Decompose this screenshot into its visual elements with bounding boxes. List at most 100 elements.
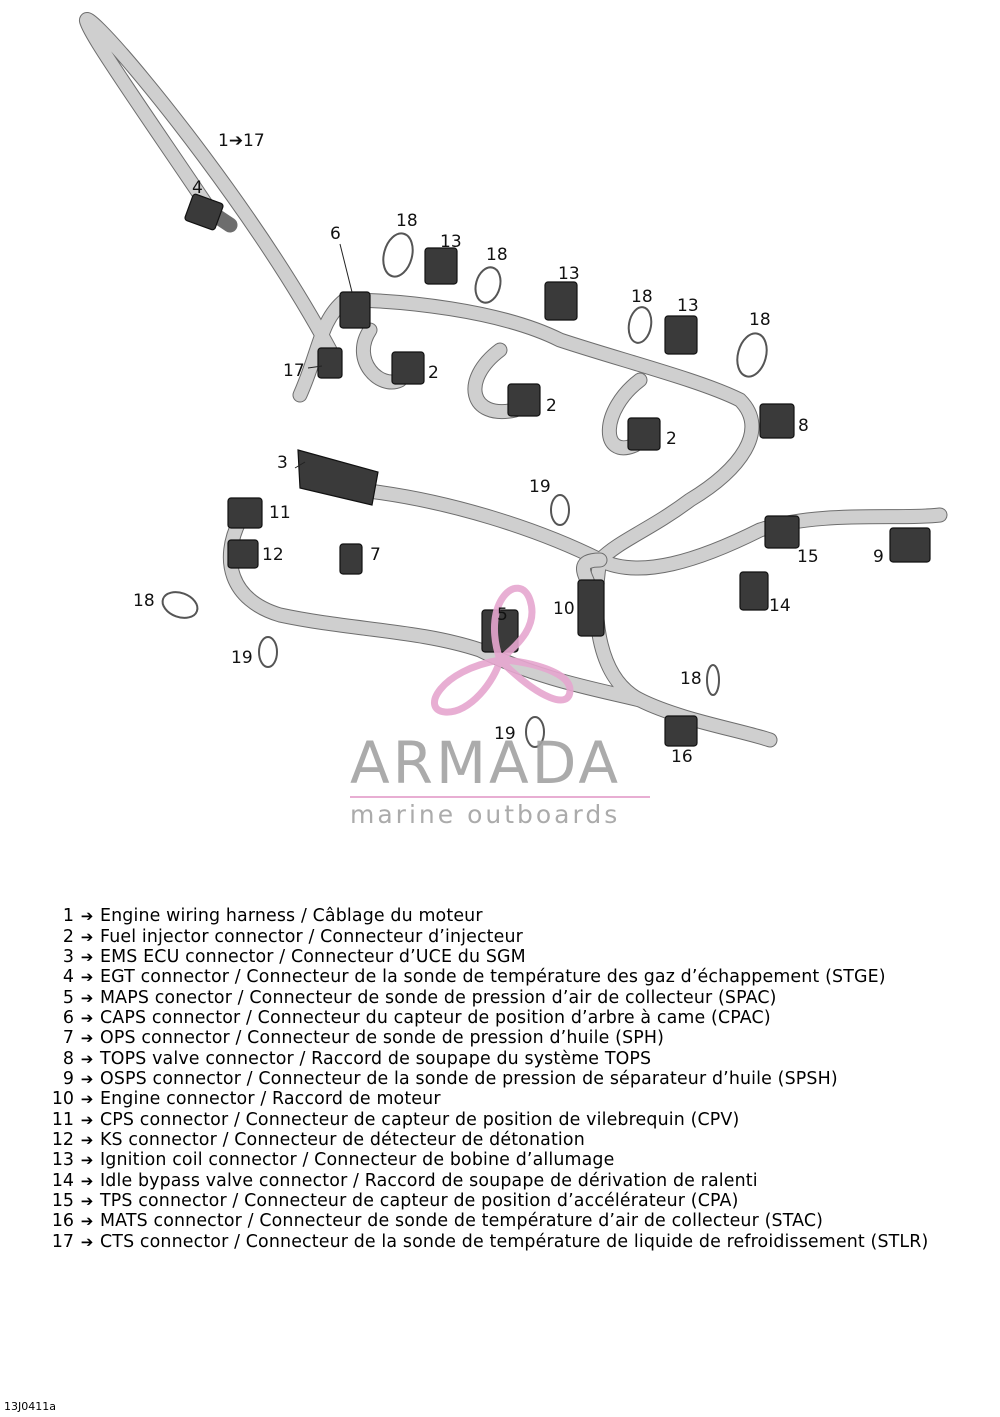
legend-number: 2 [62,926,74,947]
callouts: 1➔17 4 6 17 3 2 2 2 13 13 13 18 18 18 18… [133,131,884,767]
callout-18e: 18 [133,591,155,611]
leader-lines [294,243,353,469]
parts-legend: 1 ➔ Engine wiring harness / Câblage du mot… [40,906,1000,1252]
legend-number: 13 [51,1150,74,1171]
arrow-icon: ➔ [80,1130,94,1149]
connector-14 [739,571,769,611]
legend-number: 7 [62,1028,74,1049]
tie-18c [627,306,653,344]
legend-row: 4➔EGT connector / Connecteur de la sonde… [40,967,1000,987]
callout-5: 5 [497,605,508,625]
connector-15 [764,515,800,549]
legend-row: 2➔Fuel injector connector / Connecteur d… [40,926,1000,947]
wiring-harness-diagram: ARMADA marine outboards 1➔17 4 6 17 3 2 … [79,12,948,829]
legend-description: MATS connector / Connecteur de sonde de … [100,1211,824,1232]
legend-row: 11 ➔ CPS connector / Connecteur de capteur… [40,1109,1000,1130]
legend-description: OSPS connector / Connecteur de la sonde … [100,1068,838,1089]
connector-10 [577,579,605,637]
connector-7 [339,543,363,575]
callout-19c: 19 [494,724,516,744]
callout-18d: 18 [749,310,771,330]
connector-13b [544,281,578,321]
callout-1-17: 1➔17 [218,131,265,151]
arrow-icon: ➔ [80,1008,94,1027]
watermark-tagline: marine outboards [350,800,620,829]
callout-2b: 2 [546,396,557,416]
arrow-icon: ➔ [80,1212,94,1231]
connectors [184,193,931,747]
legend-description: Fuel injector connector / Connecteur d’i… [100,926,523,947]
arrow-icon: ➔ [80,1029,94,1048]
callout-2c: 2 [666,429,677,449]
connector-17 [317,347,343,379]
arrow-icon: ➔ [80,947,94,966]
callout-11: 11 [269,503,291,523]
legend-row: 14➔Idle bypass valve connector / Raccord… [40,1170,1000,1191]
tie-19c [525,716,545,748]
legend-row: 9 ➔ OSPS connector / Connecteur de la sond… [40,1069,1000,1089]
legend-row: 6➔CAPS connector / Connecteur du capteur… [40,1008,1000,1028]
connector-13c [664,315,698,355]
callout-3: 3 [277,453,288,473]
arrow-icon: ➔ [80,1191,94,1210]
callout-13a: 13 [440,232,462,252]
legend-number: 11 [51,1109,74,1130]
legend-row: 13➔Ignition coil connector / Connecteur … [40,1150,1000,1170]
legend-row: 17➔CTS connector / Connecteur de la sond… [40,1232,1000,1252]
connector-2b [507,383,541,417]
legend-number: 15 [51,1190,74,1211]
legend-description: Ignition coil connector / Connecteur de … [100,1150,615,1171]
legend-description: EGT connector / Connecteur de la sonde d… [100,967,886,988]
legend-row: 12➔KS connector / Connecteur de détecteu… [40,1130,1000,1150]
legend-description: TOPS valve connector / Raccord de soupap… [100,1048,652,1069]
legend-description: Engine wiring harness / Câblage du moteu… [100,906,483,927]
legend-description: CPS connector / Connecteur de capteur de… [100,1109,740,1130]
connector-16 [664,715,698,747]
propeller-logo [431,584,574,716]
arrow-icon: ➔ [80,1110,94,1129]
legend-description: MAPS conector / Connecteur de sonde de p… [100,987,777,1008]
callout-6: 6 [330,224,341,244]
legend-row: 8➔TOPS valve connector / Raccord de soup… [40,1048,1000,1069]
legend-number: 10 [51,1089,74,1110]
legend-number: 1 [62,906,74,927]
arrow-icon: ➔ [80,988,94,1007]
arrow-icon: ➔ [80,1090,94,1109]
tie-18f [706,664,720,696]
legend-row: 10➔Engine connector / Raccord de moteur [40,1089,1000,1109]
watermark: ARMADA marine outboards [350,584,650,829]
arrow-icon: ➔ [80,907,94,926]
watermark-brand: ARMADA [350,729,621,797]
legend-description: EMS ECU connector / Connecteur d’UCE du … [100,946,526,967]
legend-row: 3➔EMS ECU connector / Connecteur d’UCE d… [40,947,1000,967]
connector-13a [424,247,458,285]
connector-12 [227,539,259,569]
arrow-icon: ➔ [80,1171,94,1190]
callout-18a: 18 [396,211,418,231]
connector-4 [184,193,224,231]
arrow-icon: ➔ [80,1049,94,1068]
connector-3 [297,449,379,506]
connector-2c [627,417,661,451]
callout-18b: 18 [486,245,508,265]
legend-number: 9 [62,1068,74,1089]
legend-number: 6 [62,1007,74,1028]
connector-6 [339,291,371,329]
callout-17: 17 [283,361,305,381]
tie-18e [161,591,199,619]
callout-9: 9 [873,547,884,567]
legend-row: 16 ➔ MATS connector / Connecteur de sonde … [40,1211,1000,1231]
legend-number: 16 [51,1211,74,1232]
connector-9 [889,527,931,563]
tie-18b [474,266,502,304]
figure-code: 13J0411a [4,1400,56,1413]
arrow-icon: ➔ [80,1069,94,1088]
legend-description: TPS connector / Connecteur de capteur de… [100,1190,739,1211]
arrow-icon: ➔ [80,1232,94,1251]
legend-description: Idle bypass valve connector / Raccord de… [100,1170,758,1191]
callout-8: 8 [798,416,809,436]
callout-19b: 19 [231,648,253,668]
tie-18a [382,232,414,278]
legend-row: 15 ➔ TPS connector / Connecteur de capteur… [40,1191,1000,1211]
connector-8 [759,403,795,439]
